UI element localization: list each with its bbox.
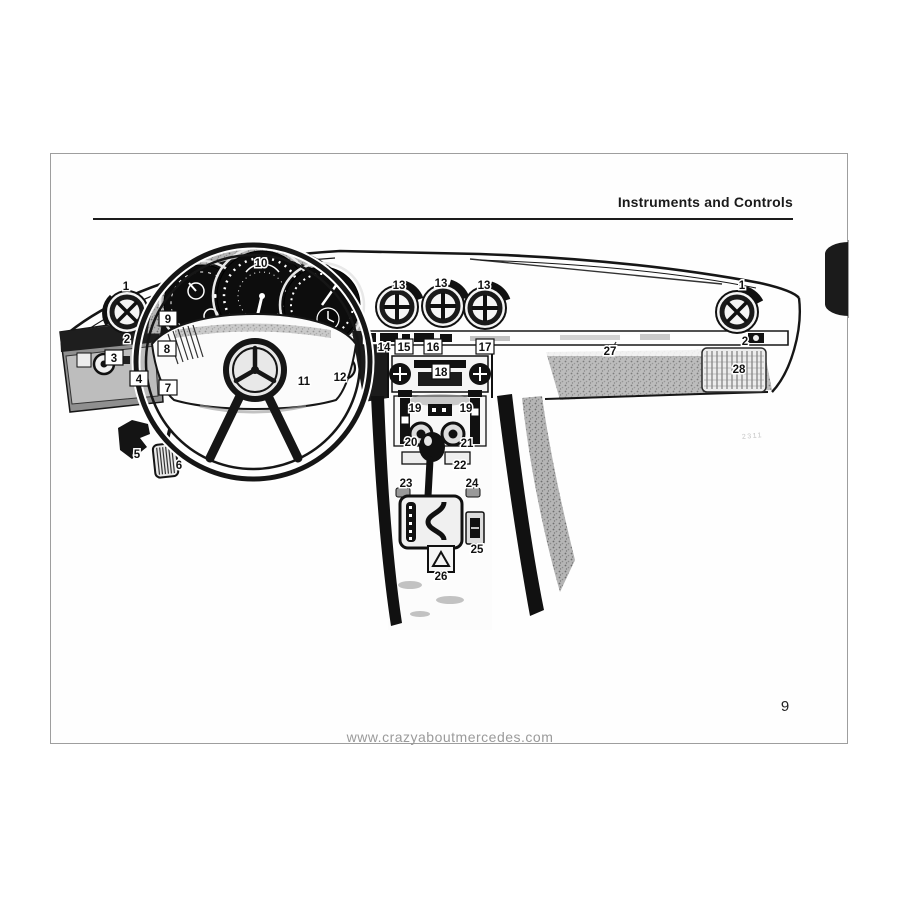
thumb-index-tab (825, 242, 849, 316)
callout-number-21: 21 (461, 438, 474, 450)
callout-number-14: 14 (378, 342, 391, 354)
dashboard-trim (361, 330, 789, 350)
callout-number-7: 7 (165, 383, 171, 395)
callout-number-9: 9 (165, 314, 171, 326)
callout-number-5: 5 (134, 449, 141, 461)
callout-number-11: 11 (298, 376, 311, 388)
callout-number-19: 19 (409, 403, 422, 415)
right-lower-dash (544, 347, 772, 400)
callout-number-20: 20 (405, 437, 418, 449)
callout-number-24: 24 (466, 478, 479, 490)
left-air-vent (102, 290, 149, 334)
right-air-vent (715, 285, 764, 334)
center-vent-3 (463, 281, 511, 330)
slider-right (470, 398, 480, 444)
callout-box (158, 379, 178, 396)
callout-number-16: 16 (427, 342, 440, 354)
callout-box (394, 338, 414, 355)
callout-number-23: 23 (400, 478, 413, 490)
callout-number-27: 27 (604, 346, 617, 358)
callout-number-13: 13 (393, 280, 406, 292)
callout-box (129, 370, 149, 387)
callout-number-25: 25 (471, 544, 484, 556)
radio-knob-right (469, 363, 491, 385)
hazard-switch (427, 545, 455, 573)
callout-number-22: 22 (454, 460, 467, 472)
callout-box (104, 349, 124, 366)
center-vent-2 (421, 279, 470, 328)
speaker-grille (701, 347, 767, 393)
ashtray-slot (401, 451, 471, 465)
callout-number-2: 2 (124, 334, 130, 346)
radio-knob-left (389, 363, 411, 385)
callout-box (423, 338, 443, 355)
center-air-vents (375, 279, 511, 330)
page-title: Instruments and Controls (617, 194, 793, 210)
callout-number-6: 6 (176, 460, 182, 472)
center-vent-1 (375, 280, 424, 329)
header-rule (93, 218, 793, 220)
callout-number-3: 3 (111, 353, 117, 365)
callout-number-17: 17 (479, 342, 492, 354)
callout-number-18: 18 (435, 367, 448, 379)
watermark-text: www.crazyaboutmercedes.com (346, 729, 554, 745)
callout-number-1: 1 (123, 281, 130, 293)
callout-number-2: 2 (742, 336, 748, 348)
window-switch (465, 511, 485, 545)
callout-number-12: 12 (334, 372, 347, 384)
windshield-leader-line (469, 258, 723, 285)
horn-pad-hatching (167, 324, 204, 365)
steering-hub (223, 338, 287, 402)
callout-number-28: 28 (733, 364, 746, 376)
console-side-shadows (371, 394, 575, 626)
callout-box (475, 338, 495, 355)
parking-brake-pedal (118, 420, 150, 459)
radio (389, 355, 491, 393)
wheel-spoke-left (205, 391, 245, 463)
center-console (387, 346, 493, 630)
callout-number-19: 19 (460, 403, 473, 415)
callout-number-10: 10 (255, 258, 268, 270)
callout-number-4: 4 (136, 374, 143, 386)
callout-box (157, 340, 177, 357)
wheel-rim-inner (144, 253, 362, 471)
page-number: 9 (780, 698, 790, 715)
left-switch (76, 352, 92, 368)
wheel-rim-outer (133, 242, 373, 482)
switch-24 (465, 487, 481, 498)
callout-number-26: 26 (435, 571, 448, 583)
steering-wheel (131, 240, 375, 484)
callout-number-8: 8 (164, 344, 171, 356)
page-border-over-tab (848, 240, 849, 318)
callout-number-13: 13 (478, 280, 491, 292)
callout-box (431, 363, 451, 380)
callout-box (158, 310, 178, 327)
wheel-spoke-right (263, 391, 303, 463)
callout-number-1: 1 (739, 280, 746, 292)
callout-number-15: 15 (398, 342, 411, 354)
callout-number-13: 13 (435, 278, 448, 290)
